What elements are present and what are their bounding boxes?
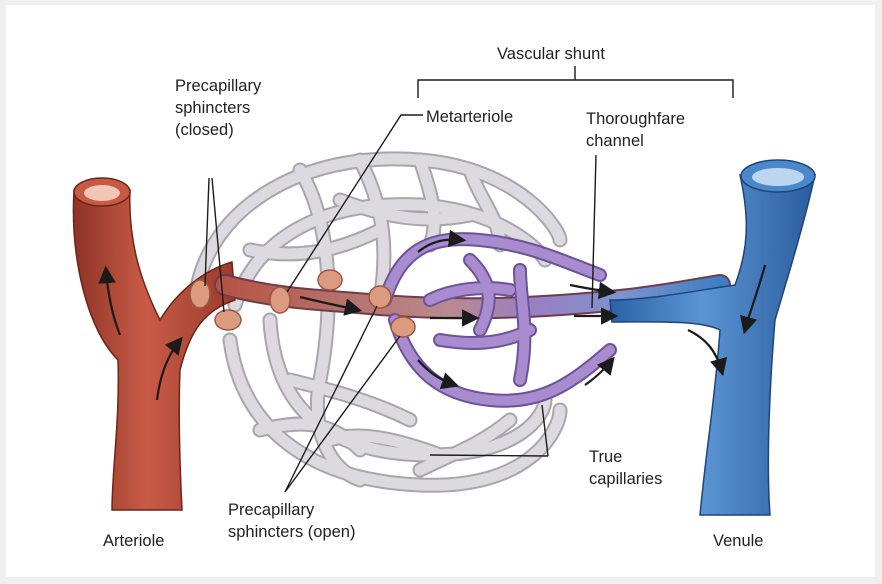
flow-arrow — [98, 265, 122, 336]
flow-arrow — [299, 295, 363, 316]
label-vascular-shunt: Vascular shunt — [497, 45, 605, 63]
arteriole-vessel — [72, 177, 236, 511]
vascular-shunt-bracket — [417, 66, 734, 98]
label-thoroughfare-channel: Thoroughfare channel — [586, 110, 686, 150]
leader-precap-closed — [204, 177, 225, 313]
sphincter-4 — [317, 269, 343, 291]
sphincter-closed-1 — [189, 279, 211, 309]
flow-arrow — [417, 229, 467, 253]
label-arteriole: Arteriole — [103, 532, 165, 550]
flow-arrow — [687, 329, 728, 377]
sphincter-open-2 — [390, 316, 416, 338]
label-precapillary-sphincters-open: Precapillary sphincters (open) — [228, 501, 356, 541]
label-precapillary-sphincters-closed: Precapillary sphincters (closed) — [175, 77, 262, 139]
label-venule: Venule — [713, 532, 764, 550]
label-metarteriole: Metarteriole — [426, 108, 514, 126]
sphincter-closed-2 — [214, 309, 242, 331]
sphincter-3 — [269, 286, 291, 314]
precapillary-sphincters — [189, 269, 416, 338]
sphincter-open-1 — [368, 285, 392, 309]
leader-precap-open — [284, 305, 401, 493]
leader-true-capillaries — [429, 404, 549, 457]
leader-metarteriole — [286, 114, 423, 293]
label-true-capillaries: True capillaries — [589, 448, 663, 488]
leader-lines — [204, 66, 734, 493]
flow-arrow — [740, 264, 767, 335]
open-capillaries — [378, 232, 617, 408]
closed-capillary-network — [187, 151, 568, 493]
flow-arrow — [569, 281, 617, 300]
flow-arrow — [155, 336, 183, 401]
flow-arrow — [584, 356, 615, 386]
leader-thoroughfare — [591, 154, 597, 309]
flow-arrow — [417, 359, 460, 390]
venule-vessel — [609, 159, 816, 516]
flow-arrows — [98, 229, 767, 401]
